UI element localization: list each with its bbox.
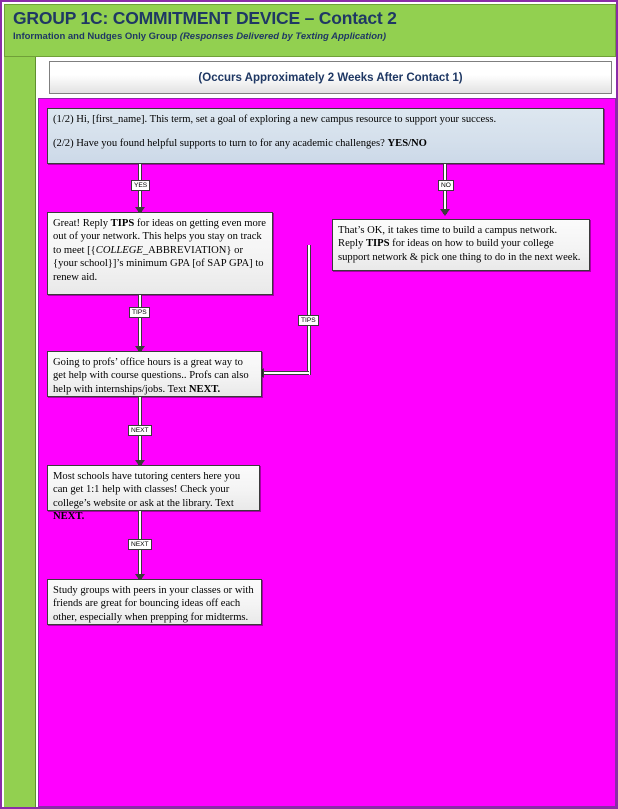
timing-note-text: (Occurs Approximately 2 Weeks After Cont… — [198, 71, 463, 84]
no-response-text: That’s OK, it takes time to build a camp… — [338, 225, 581, 263]
edge-label-tips-right: TIPS — [298, 315, 319, 326]
flowchart-canvas: (1/2) Hi, [first_name]. This term, set a… — [38, 98, 616, 807]
page-subtitle-plain: Information and Nudges Only Group — [13, 31, 180, 42]
left-green-rail — [4, 4, 36, 807]
next-2-connector-arrowhead — [135, 574, 145, 581]
no-connector-arrowhead — [440, 209, 450, 216]
tips-left-connector-arrowhead — [135, 346, 145, 353]
slide-header: GROUP 1C: COMMITMENT DEVICE – Contact 2 … — [4, 4, 616, 57]
office-hours-tip-box: Going to profs’ office hours is a great … — [47, 351, 262, 397]
office-hours-text: Going to profs’ office hours is a great … — [53, 357, 249, 395]
tutoring-center-text: Most schools have tutoring centers here … — [53, 471, 241, 523]
timing-note-bar: (Occurs Approximately 2 Weeks After Cont… — [49, 61, 612, 94]
edge-label-no: NO — [438, 180, 454, 191]
edge-label-next-1: NEXT — [128, 425, 152, 436]
study-groups-text: Study groups with peers in your classes … — [53, 585, 254, 623]
page-title: GROUP 1C: COMMITMENT DEVICE – Contact 2 — [13, 8, 397, 28]
yes-response-box: Great! Reply TIPS for ideas on getting e… — [47, 212, 273, 295]
page-subtitle-italic: (Responses Delivered by Texting Applicat… — [179, 31, 387, 42]
study-groups-tip-box: Study groups with peers in your classes … — [47, 579, 262, 625]
tips-right-connector-horizontal — [262, 371, 309, 375]
yes-response-text: Great! Reply TIPS for ideas on getting e… — [53, 218, 267, 283]
prompt-message-box: (1/2) Hi, [first_name]. This term, set a… — [47, 108, 604, 164]
edge-label-yes: YES — [131, 180, 151, 191]
page-subtitle: Information and Nudges Only Group (Respo… — [13, 30, 615, 43]
no-response-box: That’s OK, it takes time to build a camp… — [332, 219, 590, 271]
prompt-line-2: (2/2) Have you found helpful supports to… — [53, 138, 427, 150]
next-1-connector-arrowhead — [135, 460, 145, 467]
tips-left-connector-line — [138, 295, 142, 351]
prompt-line-1: (1/2) Hi, [first_name]. This term, set a… — [53, 114, 497, 125]
tips-right-connector-vertical — [307, 245, 311, 375]
edge-label-tips-left: TIPS — [129, 307, 150, 318]
yes-connector-arrowhead — [135, 207, 145, 214]
edge-label-next-2: NEXT — [128, 539, 152, 550]
tutoring-center-tip-box: Most schools have tutoring centers here … — [47, 465, 260, 522]
